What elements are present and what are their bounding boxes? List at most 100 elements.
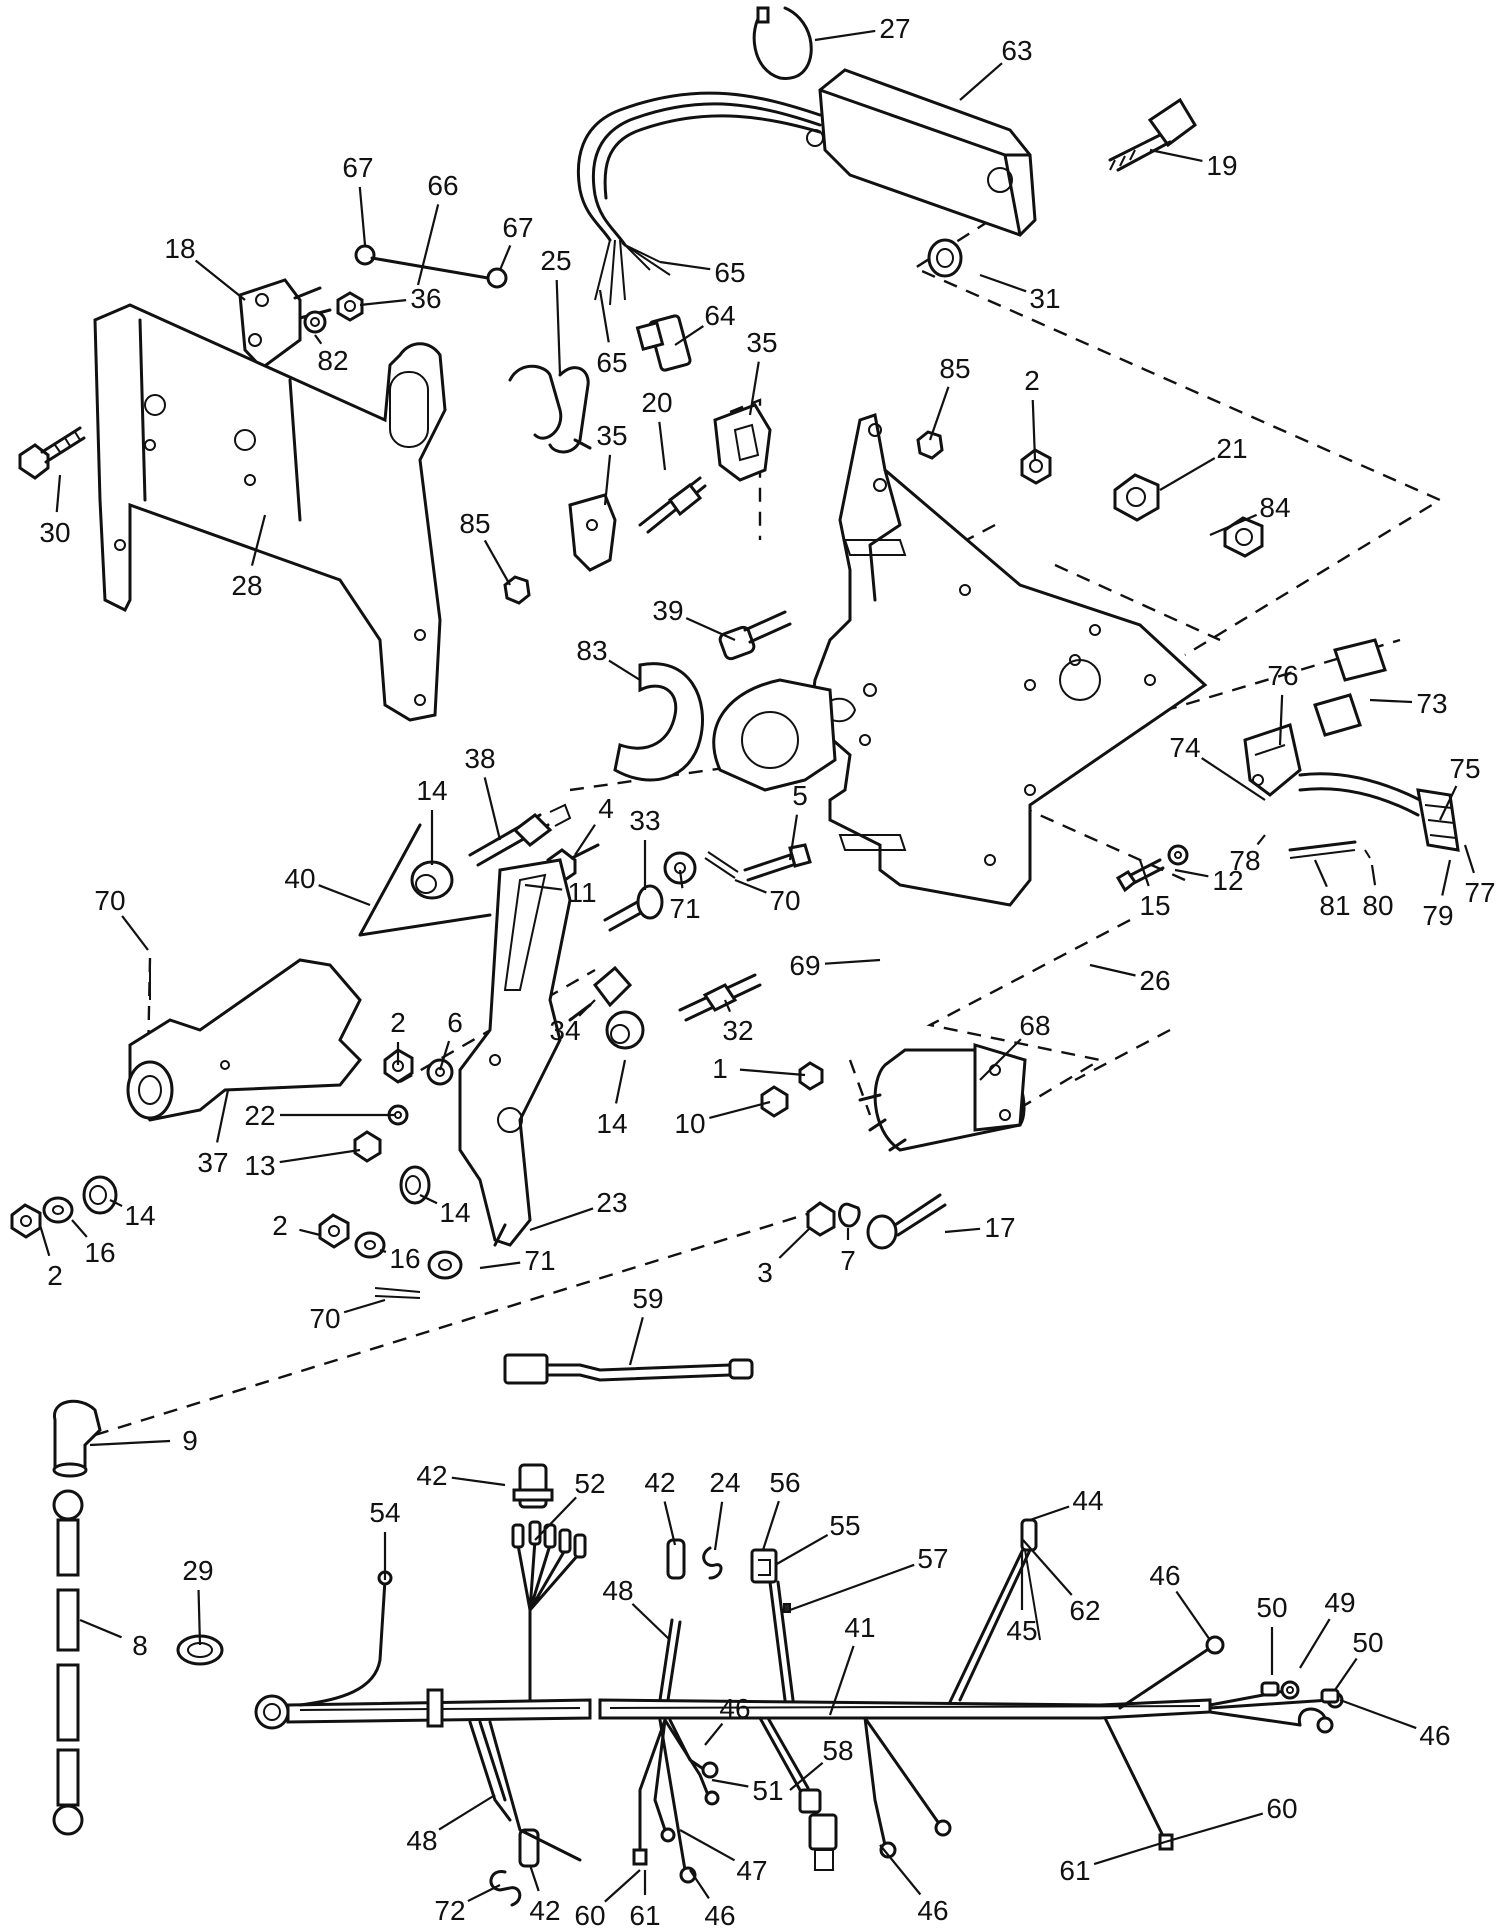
leader-line (1138, 859, 1150, 887)
leader-line (748, 361, 760, 416)
terminal-49 (1280, 1680, 1300, 1700)
callout-number: 67 (502, 212, 533, 243)
leader-line (438, 1040, 451, 1071)
callout-c71a: 71 (669, 869, 701, 924)
callout-c71b: 71 (479, 1245, 556, 1276)
leader-line (483, 539, 511, 586)
callout-number: 46 (704, 1900, 735, 1931)
callout-number: 52 (574, 1468, 605, 1499)
callout-number: 71 (524, 1245, 555, 1276)
callout-c27: 27 (814, 13, 911, 44)
callout-number: 47 (736, 1855, 767, 1886)
leader-line (628, 1317, 644, 1366)
leader-line (685, 617, 736, 642)
callout-number: 80 (1362, 890, 1393, 921)
leader-line (574, 824, 596, 856)
leader-line (711, 1778, 749, 1788)
callout-c2a: 2 (1024, 365, 1040, 461)
leader-line (674, 325, 704, 346)
callout-number: 85 (939, 353, 970, 384)
callout-c65b: 65 (596, 289, 628, 378)
callout-number: 68 (1019, 1010, 1050, 1041)
washer-6 (426, 1058, 454, 1086)
callout-number: 42 (529, 1895, 560, 1926)
connector-64 (635, 314, 692, 372)
callout-c36: 36 (359, 283, 442, 314)
ground-strap-66 (354, 244, 508, 289)
ring-terminal-46c (668, 1718, 719, 1779)
callout-c59: 59 (628, 1283, 664, 1366)
bulb-holder-42b (666, 1538, 686, 1580)
callout-c4: 4 (574, 793, 614, 856)
leader-line (709, 1100, 771, 1119)
callout-c85b: 85 (459, 508, 511, 586)
callout-c60a: 60 (1164, 1793, 1298, 1844)
callout-c7: 7 (840, 1228, 856, 1276)
shift-lever-37 (126, 958, 363, 1122)
callout-number: 46 (1149, 1560, 1180, 1591)
callout-number: 2 (1024, 365, 1040, 396)
leader-line (604, 1869, 641, 1903)
callout-c16b: 16 (379, 1243, 421, 1274)
callout-c61a: 61 (1059, 1840, 1166, 1886)
leader-line (197, 1589, 202, 1646)
callout-number: 12 (1212, 865, 1243, 896)
washer-71b (427, 1250, 463, 1280)
callout-c54: 54 (369, 1497, 401, 1580)
callout-number: 72 (434, 1895, 465, 1926)
callout-number: 60 (1266, 1793, 1297, 1824)
callout-c48b: 48 (406, 1794, 496, 1856)
callout-number: 66 (427, 170, 458, 201)
callout-c30: 30 (39, 474, 71, 548)
callout-number: 14 (416, 775, 447, 806)
callout-number: 70 (94, 885, 125, 916)
leader-line (299, 1228, 321, 1237)
callout-number: 50 (1352, 1627, 1383, 1658)
leader-line (828, 1645, 855, 1716)
callout-c42b: 42 (644, 1467, 677, 1546)
leader-line (109, 1199, 123, 1208)
callout-c60b: 60 (574, 1869, 641, 1931)
leader-line (55, 474, 62, 513)
callout-number: 83 (576, 635, 607, 666)
callout-c2d: 2 (38, 1224, 63, 1291)
callout-c78: 78 (1229, 834, 1266, 876)
callout-number: 15 (1139, 890, 1170, 921)
callout-number: 46 (719, 1693, 750, 1724)
callout-number: 10 (674, 1108, 705, 1139)
leader-line (1441, 859, 1452, 896)
leader-line (419, 1194, 438, 1205)
leader-line (250, 514, 267, 566)
nut-85a (916, 430, 944, 460)
callout-c14c: 14 (109, 1199, 156, 1231)
nut-21 (1113, 473, 1160, 522)
connector-58 (758, 1716, 838, 1871)
callout-number: 20 (641, 387, 672, 418)
callout-number: 74 (1169, 732, 1200, 763)
callout-c35a: 35 (746, 327, 778, 416)
lead-44 (948, 1518, 1041, 1704)
callout-number: 56 (769, 1467, 800, 1498)
callout-number: 4 (598, 793, 614, 824)
callout-number: 1 (712, 1053, 728, 1084)
cover-73 (1313, 638, 1387, 737)
leader-line (71, 1219, 88, 1238)
callout-c50a: 50 (1256, 1592, 1288, 1675)
leader-line (1278, 694, 1284, 746)
leader-line (603, 454, 612, 506)
callout-number: 13 (244, 1150, 275, 1181)
callout-c77: 77 (1463, 844, 1496, 908)
callout-number: 58 (822, 1735, 853, 1766)
leader-line (79, 1618, 122, 1639)
leader-line (498, 245, 512, 271)
callout-c62: 62 (1022, 1539, 1101, 1626)
stud-20 (638, 476, 707, 534)
callout-number: 41 (844, 1612, 875, 1643)
leader-line (774, 1533, 829, 1566)
leader-line (679, 1829, 736, 1862)
leader-line (598, 289, 610, 343)
callout-number: 18 (164, 233, 195, 264)
leader-line (1256, 834, 1266, 846)
callout-c73: 73 (1369, 688, 1448, 719)
callout-number: 69 (789, 950, 820, 981)
